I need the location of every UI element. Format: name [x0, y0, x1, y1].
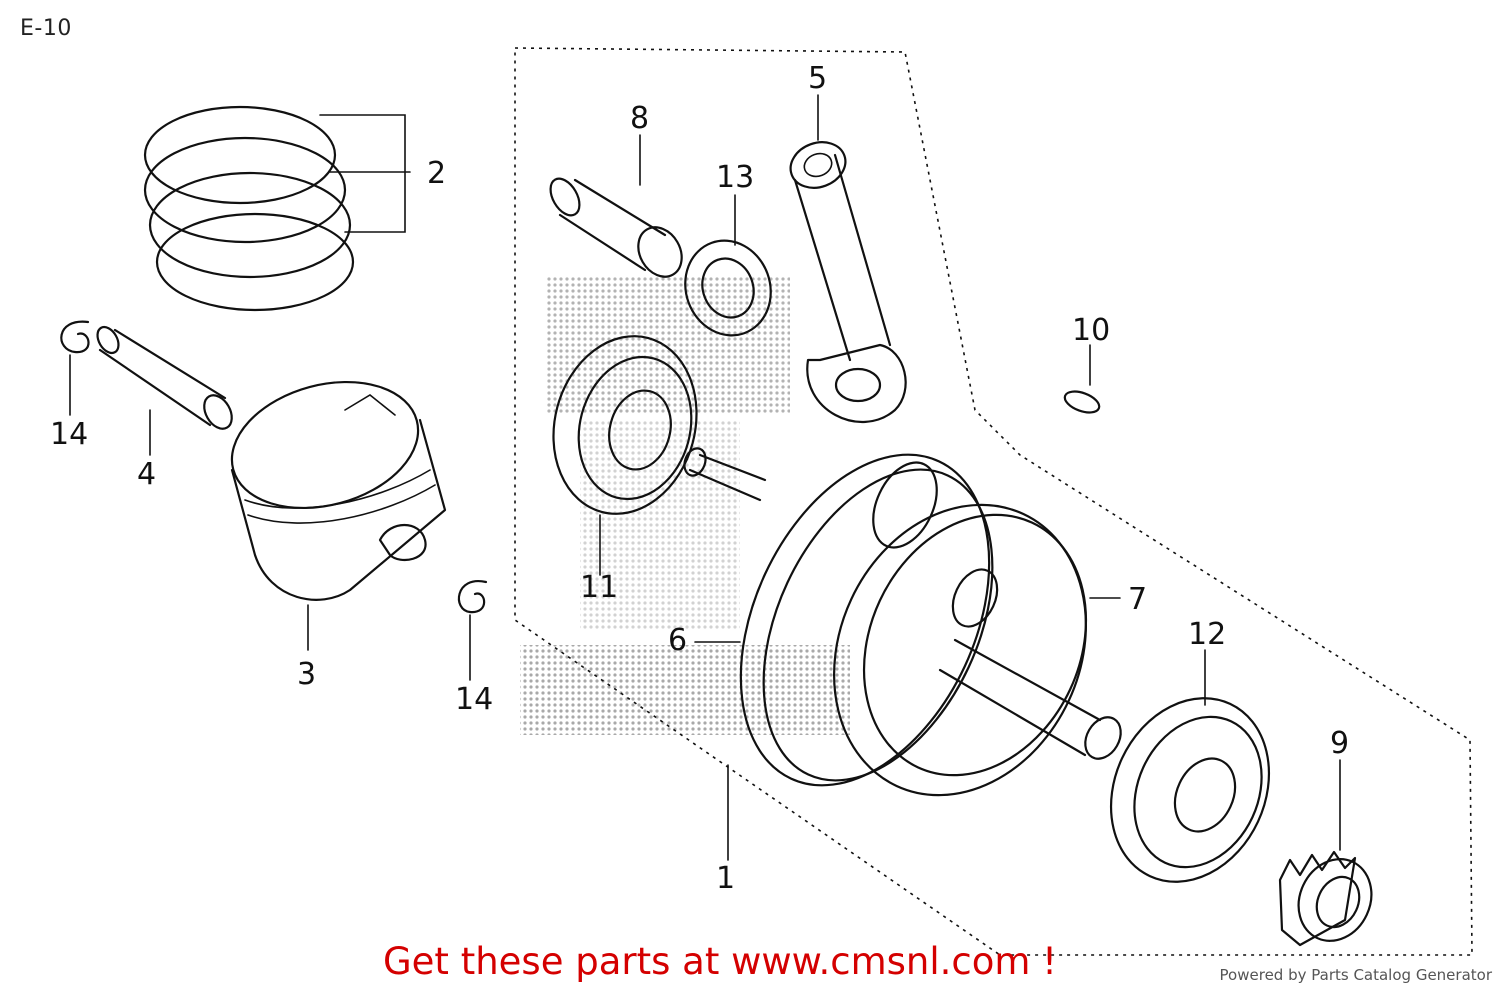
callout-12: 12	[1188, 617, 1226, 652]
callout-11: 11	[580, 570, 618, 605]
callout-2: 2	[427, 156, 446, 191]
diagram-title: E-10	[20, 16, 72, 41]
connecting-rod-part	[789, 94, 907, 423]
callout-14-left: 14	[50, 417, 88, 452]
piston-part	[230, 380, 447, 651]
callout-8: 8	[630, 101, 649, 136]
left-bearing-part	[552, 335, 698, 576]
right-bearing-part	[1109, 649, 1271, 883]
washer-part	[1063, 344, 1101, 414]
callout-10: 10	[1072, 313, 1110, 348]
callout-7: 7	[1128, 582, 1147, 617]
watermark-shading	[520, 275, 850, 735]
piston-pin-part	[96, 325, 233, 456]
powered-by-footer: Powered by Parts Catalog Generator	[1219, 966, 1492, 984]
needle-bearing-part	[684, 194, 772, 337]
pin-part	[549, 134, 683, 278]
callout-labels: 1 2 3 4 5 6 7 8 9 10 11 12 13 14 14	[50, 61, 1349, 896]
sprocket-part	[1278, 759, 1373, 947]
callout-4: 4	[137, 457, 156, 492]
callout-3: 3	[297, 657, 316, 692]
callout-5: 5	[808, 61, 827, 96]
callout-13: 13	[716, 160, 754, 195]
callout-14-right: 14	[455, 682, 493, 717]
callout-9: 9	[1330, 726, 1349, 761]
callout-1: 1	[716, 861, 735, 896]
crankshaft-part	[683, 447, 1122, 861]
get-parts-link[interactable]: Get these parts at www.cmsnl.com !	[383, 940, 1058, 983]
callout-6: 6	[668, 623, 687, 658]
piston-rings-part	[143, 105, 411, 312]
circlip-parts	[60, 320, 488, 681]
